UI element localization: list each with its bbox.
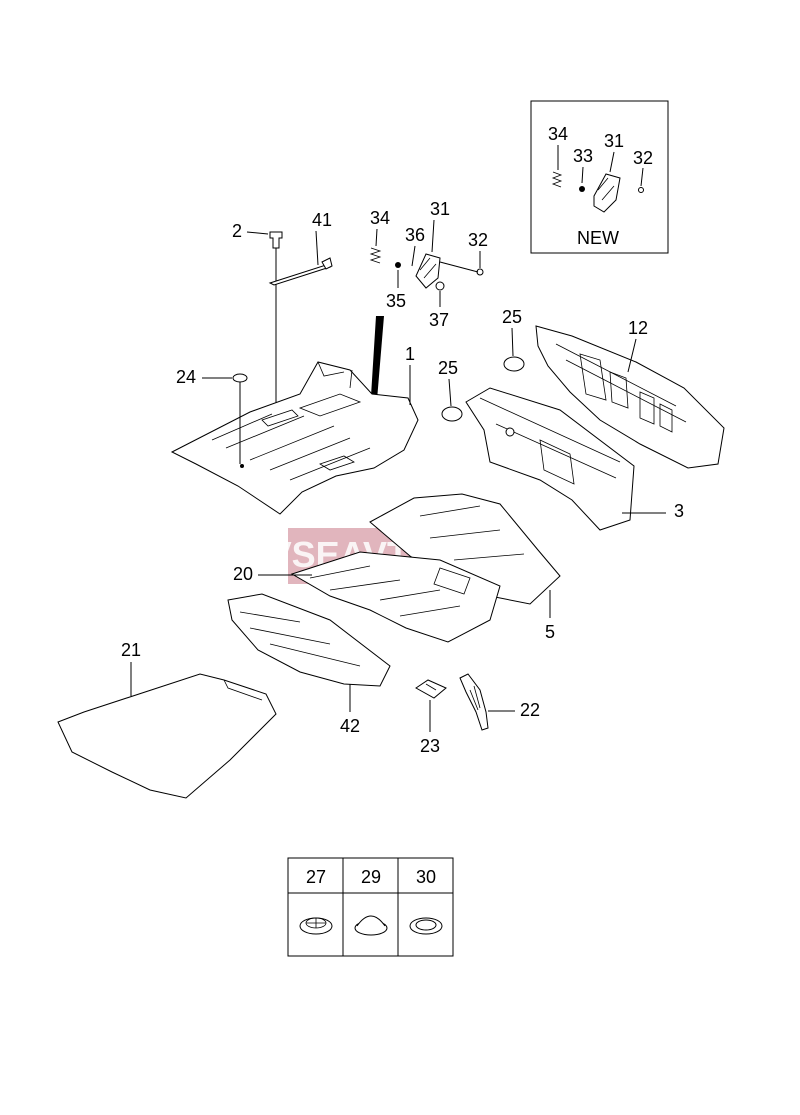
inset-label-33: 33 (573, 146, 593, 166)
callout-31: 31 (430, 199, 450, 219)
callout-3: 3 (674, 501, 684, 521)
part-2-bolt (269, 231, 283, 420)
callout-34: 34 (370, 208, 390, 228)
grommet-27-icon (299, 917, 333, 935)
part-1-floor-carpet (170, 361, 419, 515)
legend-table: 27 29 30 (287, 857, 454, 957)
part-23-pad (415, 679, 447, 699)
plug-29-icon (354, 915, 388, 936)
part-25-plug-b (441, 406, 463, 422)
grommet-30-icon (409, 917, 443, 935)
legend-header-30: 30 (416, 867, 436, 887)
part-12-dash-insulator (535, 325, 725, 469)
part-24-clip (232, 373, 248, 464)
part-41-bracket (268, 257, 333, 286)
inset-title: NEW (577, 228, 619, 248)
callout-2: 2 (232, 221, 242, 241)
legend-header-27: 27 (306, 867, 326, 887)
part-42-floor-pad (227, 593, 391, 687)
callout-25a: 25 (502, 307, 522, 327)
callout-1: 1 (405, 344, 415, 364)
inset-label-31: 31 (604, 131, 624, 151)
inset-new-box: 34 33 31 32 NEW (530, 100, 669, 254)
part-3-dash-panel (465, 387, 635, 531)
callout-36: 36 (405, 225, 425, 245)
callout-37: 37 (429, 310, 449, 330)
callout-22: 22 (520, 700, 540, 720)
part-20-floor-insulator (290, 551, 501, 643)
part-cluster-31 (369, 247, 484, 291)
part-22-trim-piece (459, 673, 489, 731)
callout-25b: 25 (438, 358, 458, 378)
callout-23: 23 (420, 736, 440, 756)
callout-35: 35 (386, 291, 406, 311)
callout-42: 42 (340, 716, 360, 736)
inset-label-32: 32 (633, 148, 653, 168)
insulation-strip (370, 316, 384, 412)
callout-21: 21 (121, 640, 141, 660)
callout-20: 20 (233, 564, 253, 584)
part-21-trunk-mat (57, 673, 277, 799)
part-25-plug-a (503, 356, 525, 372)
callout-5: 5 (545, 622, 555, 642)
callout-12: 12 (628, 318, 648, 338)
callout-24: 24 (176, 367, 196, 387)
inset-label-34: 34 (548, 124, 568, 144)
legend-header-29: 29 (361, 867, 381, 887)
callout-41: 41 (312, 210, 332, 230)
callout-32: 32 (468, 230, 488, 250)
